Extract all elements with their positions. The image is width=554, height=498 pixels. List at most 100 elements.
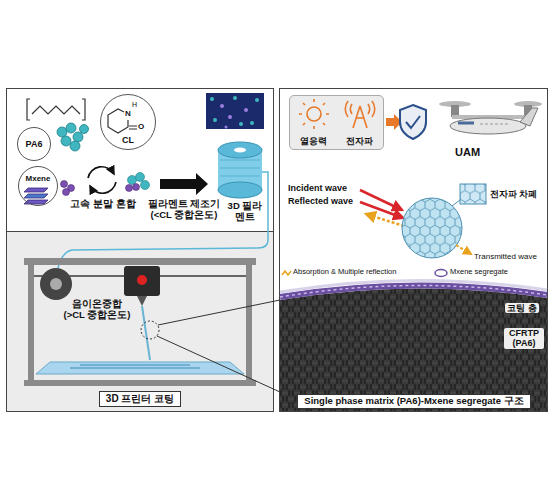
uam-aircraft (480, 124, 510, 125)
filament-spool (218, 142, 262, 198)
absorption-icon (282, 271, 291, 275)
extruder-head (124, 266, 160, 306)
deposited-filament (142, 306, 150, 360)
extruder-head (137, 296, 147, 306)
annotation-label: H (132, 101, 137, 109)
mxene-particles (61, 181, 75, 196)
thermal-icon (299, 99, 329, 129)
printer-frame (28, 258, 34, 383)
annotation-label: UAM (455, 146, 480, 159)
composite-texture (228, 115, 232, 119)
mixed-powder (128, 176, 137, 185)
node-text: CL (122, 135, 134, 145)
annotation-label: Incident wave (288, 183, 347, 193)
thermal-icon (307, 107, 321, 121)
pa6-structure (27, 99, 85, 120)
pa6-structure (27, 99, 85, 120)
caption-box: 3D 프린터 코팅 (99, 391, 181, 407)
pa6-particles (70, 141, 80, 151)
icon-box: 열응력전자파 (289, 95, 384, 150)
pa6-particles (61, 136, 71, 146)
coating-layer (280, 280, 547, 292)
printed-trace (70, 367, 200, 368)
icon-box-ground (289, 95, 384, 150)
node-text: 3D 프린터 코팅 (106, 393, 174, 405)
pa6-particles (80, 125, 89, 134)
uam-aircraft (439, 101, 542, 134)
hex-sheet-inset (460, 184, 486, 204)
mixed-powder (136, 173, 145, 182)
uam-aircraft (450, 118, 526, 134)
composite-texture (220, 104, 224, 108)
annotation-label: 고속 분말 혼합 (68, 198, 138, 210)
mxene-sheets (24, 194, 48, 198)
mixed-powder (133, 184, 140, 191)
mxene-sheets (24, 200, 48, 204)
zoom-circle (141, 321, 159, 339)
composite-texture (244, 108, 248, 112)
filament-spool (220, 160, 260, 176)
composite-texture (206, 93, 264, 129)
molecule-circle: CL (100, 94, 156, 150)
wave-arrows (360, 190, 404, 226)
mixing-cycle (88, 167, 116, 194)
pa6-particles (66, 123, 76, 133)
composite-texture (250, 121, 254, 125)
mxene-particles (63, 189, 70, 196)
printer-frame (24, 380, 256, 386)
composite-texture (239, 122, 243, 126)
wave-arrows (360, 190, 402, 210)
filament-spool (218, 182, 262, 198)
pa6-particles (73, 132, 83, 142)
caprolactam-ring (108, 109, 137, 133)
printer-frame (24, 258, 256, 265)
composite-texture (225, 126, 228, 129)
mixed-powder (126, 185, 133, 192)
filament-line (58, 172, 268, 268)
printer-bed (36, 362, 244, 374)
pa6-structure (32, 106, 80, 114)
node-text: Single phase matrix (PA6)-Mxene segregat… (304, 396, 523, 407)
node-text: PA6 (26, 139, 43, 149)
shield-icon (400, 105, 426, 139)
cfrtp-band (280, 288, 547, 411)
printer-frame (24, 258, 256, 386)
mixing-cycle (88, 167, 114, 178)
mxene-particles (61, 181, 68, 188)
molecule-circle: PA6 (17, 127, 51, 161)
annotation-label: 3D 필라멘트 (224, 201, 266, 223)
segregate-icon (435, 270, 447, 277)
composite-texture (255, 98, 259, 102)
annotation-label: 전자파 차폐 (490, 190, 537, 200)
extruder-head (137, 275, 147, 285)
panel-frame (7, 89, 274, 232)
uam-aircraft (458, 122, 474, 125)
node-text: 전자파 (346, 136, 373, 146)
annotation-label: N (125, 109, 131, 118)
extruder-head (124, 266, 160, 296)
process-arrow (160, 173, 208, 195)
filament-spool (218, 142, 262, 158)
mxene-circle: Mxene (18, 166, 58, 206)
shield-sphere (402, 198, 462, 258)
zoom-leader (158, 300, 280, 325)
caprolactam-ring (129, 126, 137, 129)
printed-trace (70, 365, 200, 368)
mxene-sheets (24, 188, 48, 204)
zoom-leader (157, 300, 280, 392)
node-text: Mxene (26, 174, 51, 183)
filament-spool (234, 148, 246, 153)
uam-aircraft (520, 108, 538, 126)
shield-icon (406, 116, 420, 128)
annotation-label: Transmitted wave (474, 252, 537, 261)
hex-sheet-inset (460, 184, 486, 204)
mixed-powder (126, 173, 150, 192)
mixed-powder (141, 181, 150, 190)
caption-box: Single phase matrix (PA6)-Mxene segregat… (297, 394, 530, 409)
annotation-label: 필라멘트 제조기 (<CL 중합온도) (147, 199, 221, 221)
wave-arrows (366, 214, 404, 226)
panel-frame (280, 89, 548, 412)
annotation-label: O (138, 122, 144, 131)
annotation-label: 음이온중합 (>CL 중합온도) (60, 299, 134, 321)
